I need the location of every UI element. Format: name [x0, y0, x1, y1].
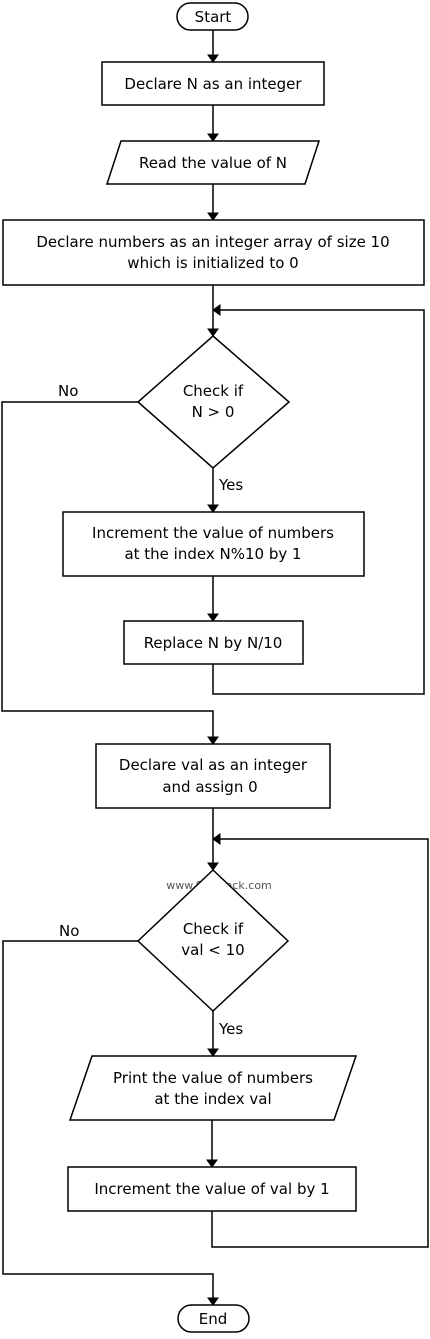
arrowhead [206, 1159, 218, 1168]
replace-n-process: Replace N by N/10 [123, 620, 304, 665]
arrowhead [212, 304, 221, 316]
increment-numbers-label-1: Increment the value of numbers [92, 524, 334, 542]
check-val-yes-label: Yes [218, 1020, 243, 1038]
check-n-label-1: Check if [183, 382, 244, 400]
arrowhead [207, 54, 219, 63]
arrowhead [207, 328, 219, 337]
check-n-no-label: No [58, 382, 78, 400]
read-n-label: Read the value of N [139, 154, 287, 172]
declare-numbers-label-1: Declare numbers as an integer array of s… [36, 233, 389, 251]
start-label: Start [195, 8, 232, 26]
replace-n-label: Replace N by N/10 [144, 634, 283, 652]
end-label: End [199, 1310, 228, 1328]
edge-loop-back-2 [211, 838, 429, 1248]
start-terminal: Start [176, 2, 249, 31]
arrowhead [207, 862, 219, 871]
arrowhead [207, 133, 219, 142]
declare-val-label-2: and assign 0 [162, 778, 257, 796]
increment-val-label: Increment the value of val by 1 [94, 1180, 329, 1198]
arrowhead [212, 833, 221, 845]
check-val-label-2: val < 10 [181, 941, 244, 959]
increment-numbers-label-2: at the index N%10 by 1 [124, 545, 301, 563]
arrowhead [207, 212, 219, 221]
print-numbers-output: Print the value of numbers at the index … [68, 1055, 358, 1121]
check-n-yes-label: Yes [218, 476, 243, 494]
read-n-input: Read the value of N [105, 140, 321, 185]
declare-numbers-label-2: which is initialized to 0 [127, 254, 298, 272]
increment-val-process: Increment the value of val by 1 [67, 1166, 357, 1212]
arrowhead [207, 736, 219, 745]
arrowhead [207, 1048, 219, 1057]
print-numbers-label-1: Print the value of numbers [113, 1069, 313, 1087]
arrowhead [207, 504, 219, 513]
edge-check-val-no [2, 940, 214, 1298]
check-n-label-2: N > 0 [192, 403, 235, 421]
declare-numbers-process: Declare numbers as an integer array of s… [2, 219, 425, 286]
declare-n-process: Declare N as an integer [101, 61, 325, 106]
check-n-decision: Check if N > 0 [136, 335, 291, 469]
edges [1, 30, 429, 1306]
print-numbers-label-2: at the index val [154, 1090, 271, 1108]
edge-check-n-no [1, 401, 214, 737]
declare-val-process: Declare val as an integer and assign 0 [95, 743, 331, 809]
declare-n-label: Declare N as an integer [124, 75, 302, 93]
declare-val-label-1: Declare val as an integer [119, 756, 308, 774]
arrowhead [207, 1297, 219, 1306]
check-val-decision: Check if val < 10 [136, 868, 290, 1013]
end-terminal: End [177, 1304, 250, 1333]
increment-numbers-process: Increment the value of numbers at the in… [62, 511, 365, 577]
check-val-no-label: No [59, 922, 79, 940]
check-val-label-1: Check if [183, 920, 244, 938]
edge-loop-back-1 [212, 309, 425, 695]
arrowhead [207, 613, 219, 622]
